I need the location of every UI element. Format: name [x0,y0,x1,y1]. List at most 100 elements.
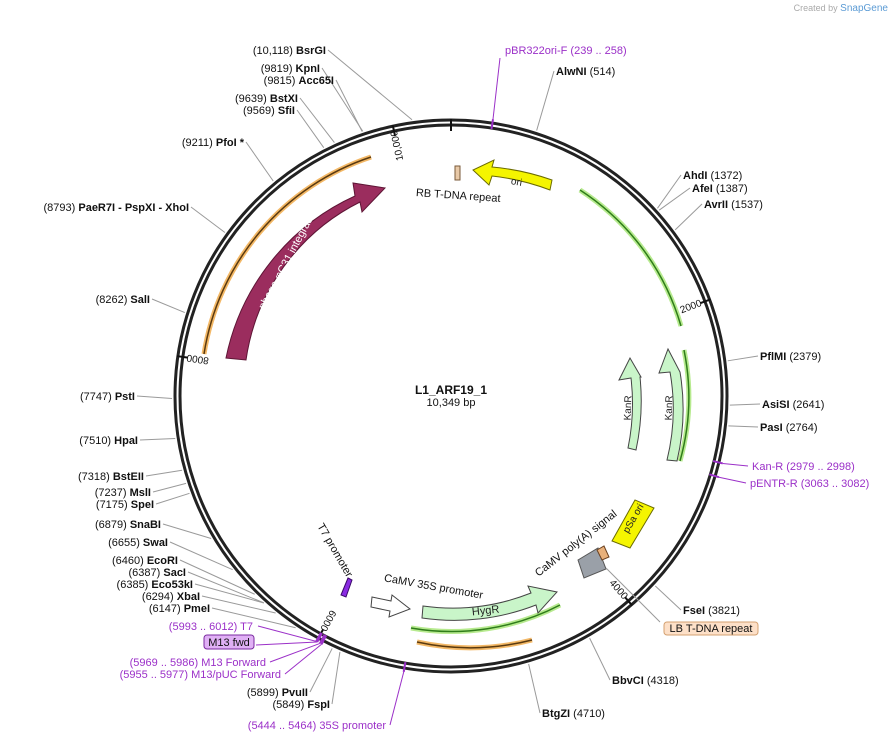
site-leader [139,437,176,441]
psa-ori-box [611,499,655,549]
primer-label: pBR322ori-F (239 .. 258) [505,45,627,57]
site-position: (1537) [731,199,763,211]
green-arc-kan-core [679,349,690,462]
site-position: (2641) [793,399,825,411]
restriction-site: BbvCI (4318) [612,675,679,687]
site-leader [654,585,682,611]
tick-mark [391,124,397,137]
site-position: (7237) [95,487,130,499]
primer-mark [315,632,322,642]
site-position: (7510) [79,435,114,447]
site-leader [327,49,413,121]
restriction-site: (8793) PaeR7I - PspXI - XhoI [44,202,190,214]
primer-leader [492,57,501,120]
primer-pos: (5993 .. 6012) [169,621,240,633]
primer-pos: (3063 .. 3082) [801,478,870,490]
lb-tdna-callout [663,621,759,636]
site-position: (2379) [789,351,821,363]
restriction-site: (6385) Eco53kI [117,579,193,591]
site-name: PfoI * [216,137,245,149]
primer-leader [389,671,405,726]
primer-name: M13 Forward [201,657,266,669]
tick-label: 6000 [317,608,338,633]
restriction-site: (7237) MslI [95,487,151,499]
restriction-site: (6655) SwaI [108,537,168,549]
restriction-site: (6460) EcoRI [112,555,178,567]
restriction-site: (7175) SpeI [96,499,154,511]
site-position: (8262) [96,294,131,306]
primer-mark [490,119,494,130]
credit-brand: SnapGene [840,3,888,14]
site-leader [657,174,682,209]
site-leader [201,595,276,614]
site-leader [335,79,363,132]
camv-polya-box [577,547,607,579]
primer-name: Kan-R [752,461,786,473]
restriction-site: AvrII (1537) [704,199,763,211]
restriction-site: AfeI (1387) [692,183,748,195]
site-name: AvrII [704,199,731,211]
site-name: BbvCI [612,675,647,687]
tick-mark [624,596,633,607]
primer-name: 35S promoter [319,720,386,732]
primer-label: (5993 .. 6012) T7 [169,621,253,633]
primer-pos: (5444 .. 5464) [248,720,320,732]
site-leader [536,70,555,131]
green-arc-upper-core [579,189,682,327]
lb-tdna-mini-box [596,545,610,561]
primer-pos: (2979 .. 2998) [786,461,855,473]
primer-name: M13/pUC Forward [191,669,281,681]
lb-tdna-leader [605,567,661,623]
site-name: AsiSI [762,399,793,411]
site-position: (6879) [95,519,130,531]
site-position: (6147) [149,603,184,615]
site-name: PvuII [282,687,308,699]
site-position: (514) [590,66,616,78]
site-position: (6655) [108,537,143,549]
orange-arc-left-core [203,156,372,355]
tick-mark [699,298,711,305]
primer-leader [255,641,318,646]
tick-label: 10,000 [389,129,406,162]
plasmid-name: L1_ARF19_1 [415,383,487,397]
site-leader [528,663,541,714]
site-name: BstXI [270,93,298,105]
restriction-site: PasI (2764) [760,422,817,434]
site-leader [299,97,335,143]
site-position: (9211) [182,137,216,149]
site-position: (6460) [112,555,147,567]
camv-35s-arrow [370,594,412,618]
primer-name: pENTR-R [750,478,801,490]
site-leader [152,482,187,493]
restriction-site: (6294) XbaI [142,591,200,603]
tick-label: 2000 [679,298,704,316]
restriction-site: (8262) SalI [96,294,150,306]
site-leader [187,571,264,604]
lb-tdna-label: LB T-DNA repeat [670,623,753,635]
restriction-site: BtgZI (4710) [542,708,605,720]
restriction-site: (9639) BstXI [235,93,298,105]
site-name: BsrGI [296,45,326,57]
primer-label: Kan-R (2979 .. 2998) [752,461,855,473]
site-name: PflMI [760,351,789,363]
restriction-site: AhdI (1372) [683,170,742,182]
restriction-site: (5899) PvuII [247,687,308,699]
site-leader [194,583,265,604]
site-position: (9819) [261,63,296,75]
kanr-arrow-2 [658,347,684,462]
site-position: (1372) [711,170,743,182]
site-position: (10,118) [253,45,296,57]
primer-pos: (5969 .. 5986) [130,657,202,669]
site-position: (1387) [716,183,748,195]
site-name: SacI [163,567,186,579]
primer-mark [709,473,720,479]
restriction-site: (6147) PmeI [149,603,210,615]
ori-label: ori [510,176,523,189]
site-position: (9815) [264,75,299,87]
site-leader [151,298,185,314]
site-name: SfiI [278,105,295,117]
tick-mark [176,355,188,359]
site-name: XbaI [177,591,200,603]
site-name: FspI [307,699,330,711]
